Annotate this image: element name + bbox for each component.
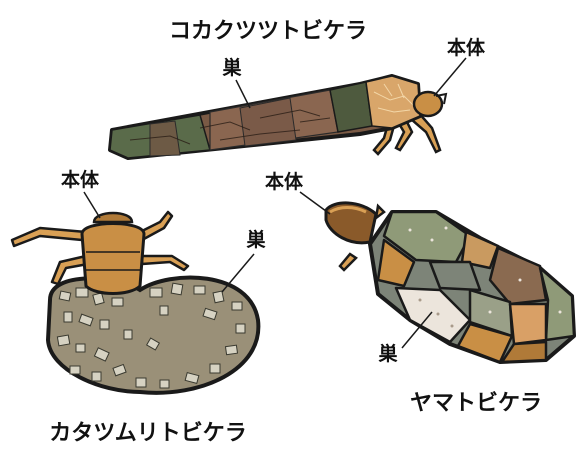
case-label-yamatobikera: 巣: [377, 342, 398, 365]
katatsumuritobikera-figure: [12, 192, 258, 393]
case-label-katatsumuritobikera: 巣: [245, 228, 266, 251]
yamatobikera-figure: [300, 192, 574, 362]
kokakutsutsutobikera-figure: [110, 58, 466, 158]
species-name-yamatobikera: ヤマトビケラ: [410, 391, 542, 416]
species-name-kokakutsutsutobikera: コカクツツトビケラ: [169, 19, 367, 44]
body-label-kokakutsutsutobikera: 本体: [447, 36, 486, 59]
body-label-yamatobikera: 本体: [265, 170, 304, 193]
case-label-kokakutsutsutobikera: 巣: [221, 56, 242, 79]
species-name-katatsumuritobikera: カタツムリトビケラ: [49, 421, 247, 446]
body-label-katatsumuritobikera: 本体: [61, 168, 100, 191]
larva-body: [82, 224, 144, 294]
